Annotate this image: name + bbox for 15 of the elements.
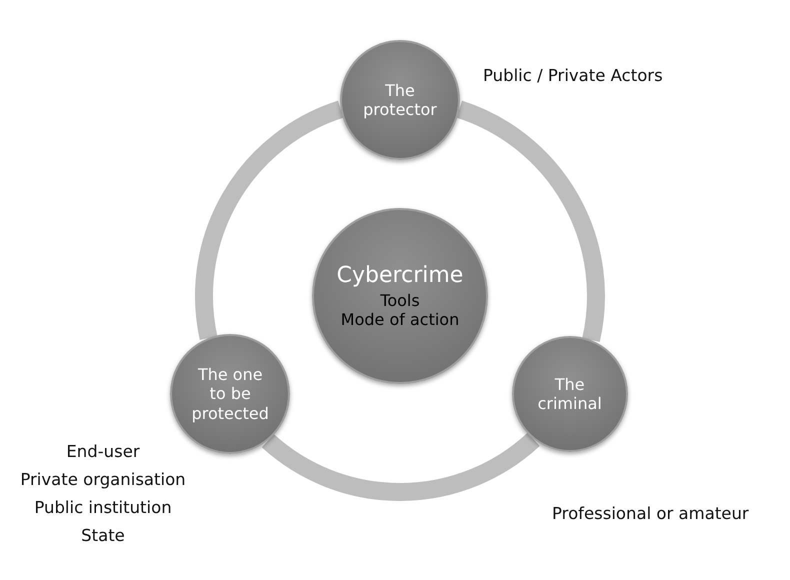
- node-title: Cybercrime: [336, 262, 464, 289]
- node-text: Tools: [380, 291, 420, 310]
- node-caption: End-user: [66, 441, 140, 463]
- ring-connector: [262, 432, 540, 501]
- ring-connector: [195, 100, 344, 340]
- ring-connector: [456, 100, 605, 342]
- node-caption: Private organisation: [20, 469, 186, 491]
- node-caption: Professional or amateur: [552, 503, 749, 525]
- node-text: Mode of action: [340, 310, 460, 330]
- node-caption: Public / Private Actors: [483, 65, 663, 87]
- node-title: The one to be protected: [190, 365, 270, 423]
- node-title: The protector: [362, 80, 438, 120]
- node-caption: Public institution: [34, 497, 172, 519]
- node-caption: State: [81, 525, 125, 547]
- node-title: The criminal: [536, 374, 603, 414]
